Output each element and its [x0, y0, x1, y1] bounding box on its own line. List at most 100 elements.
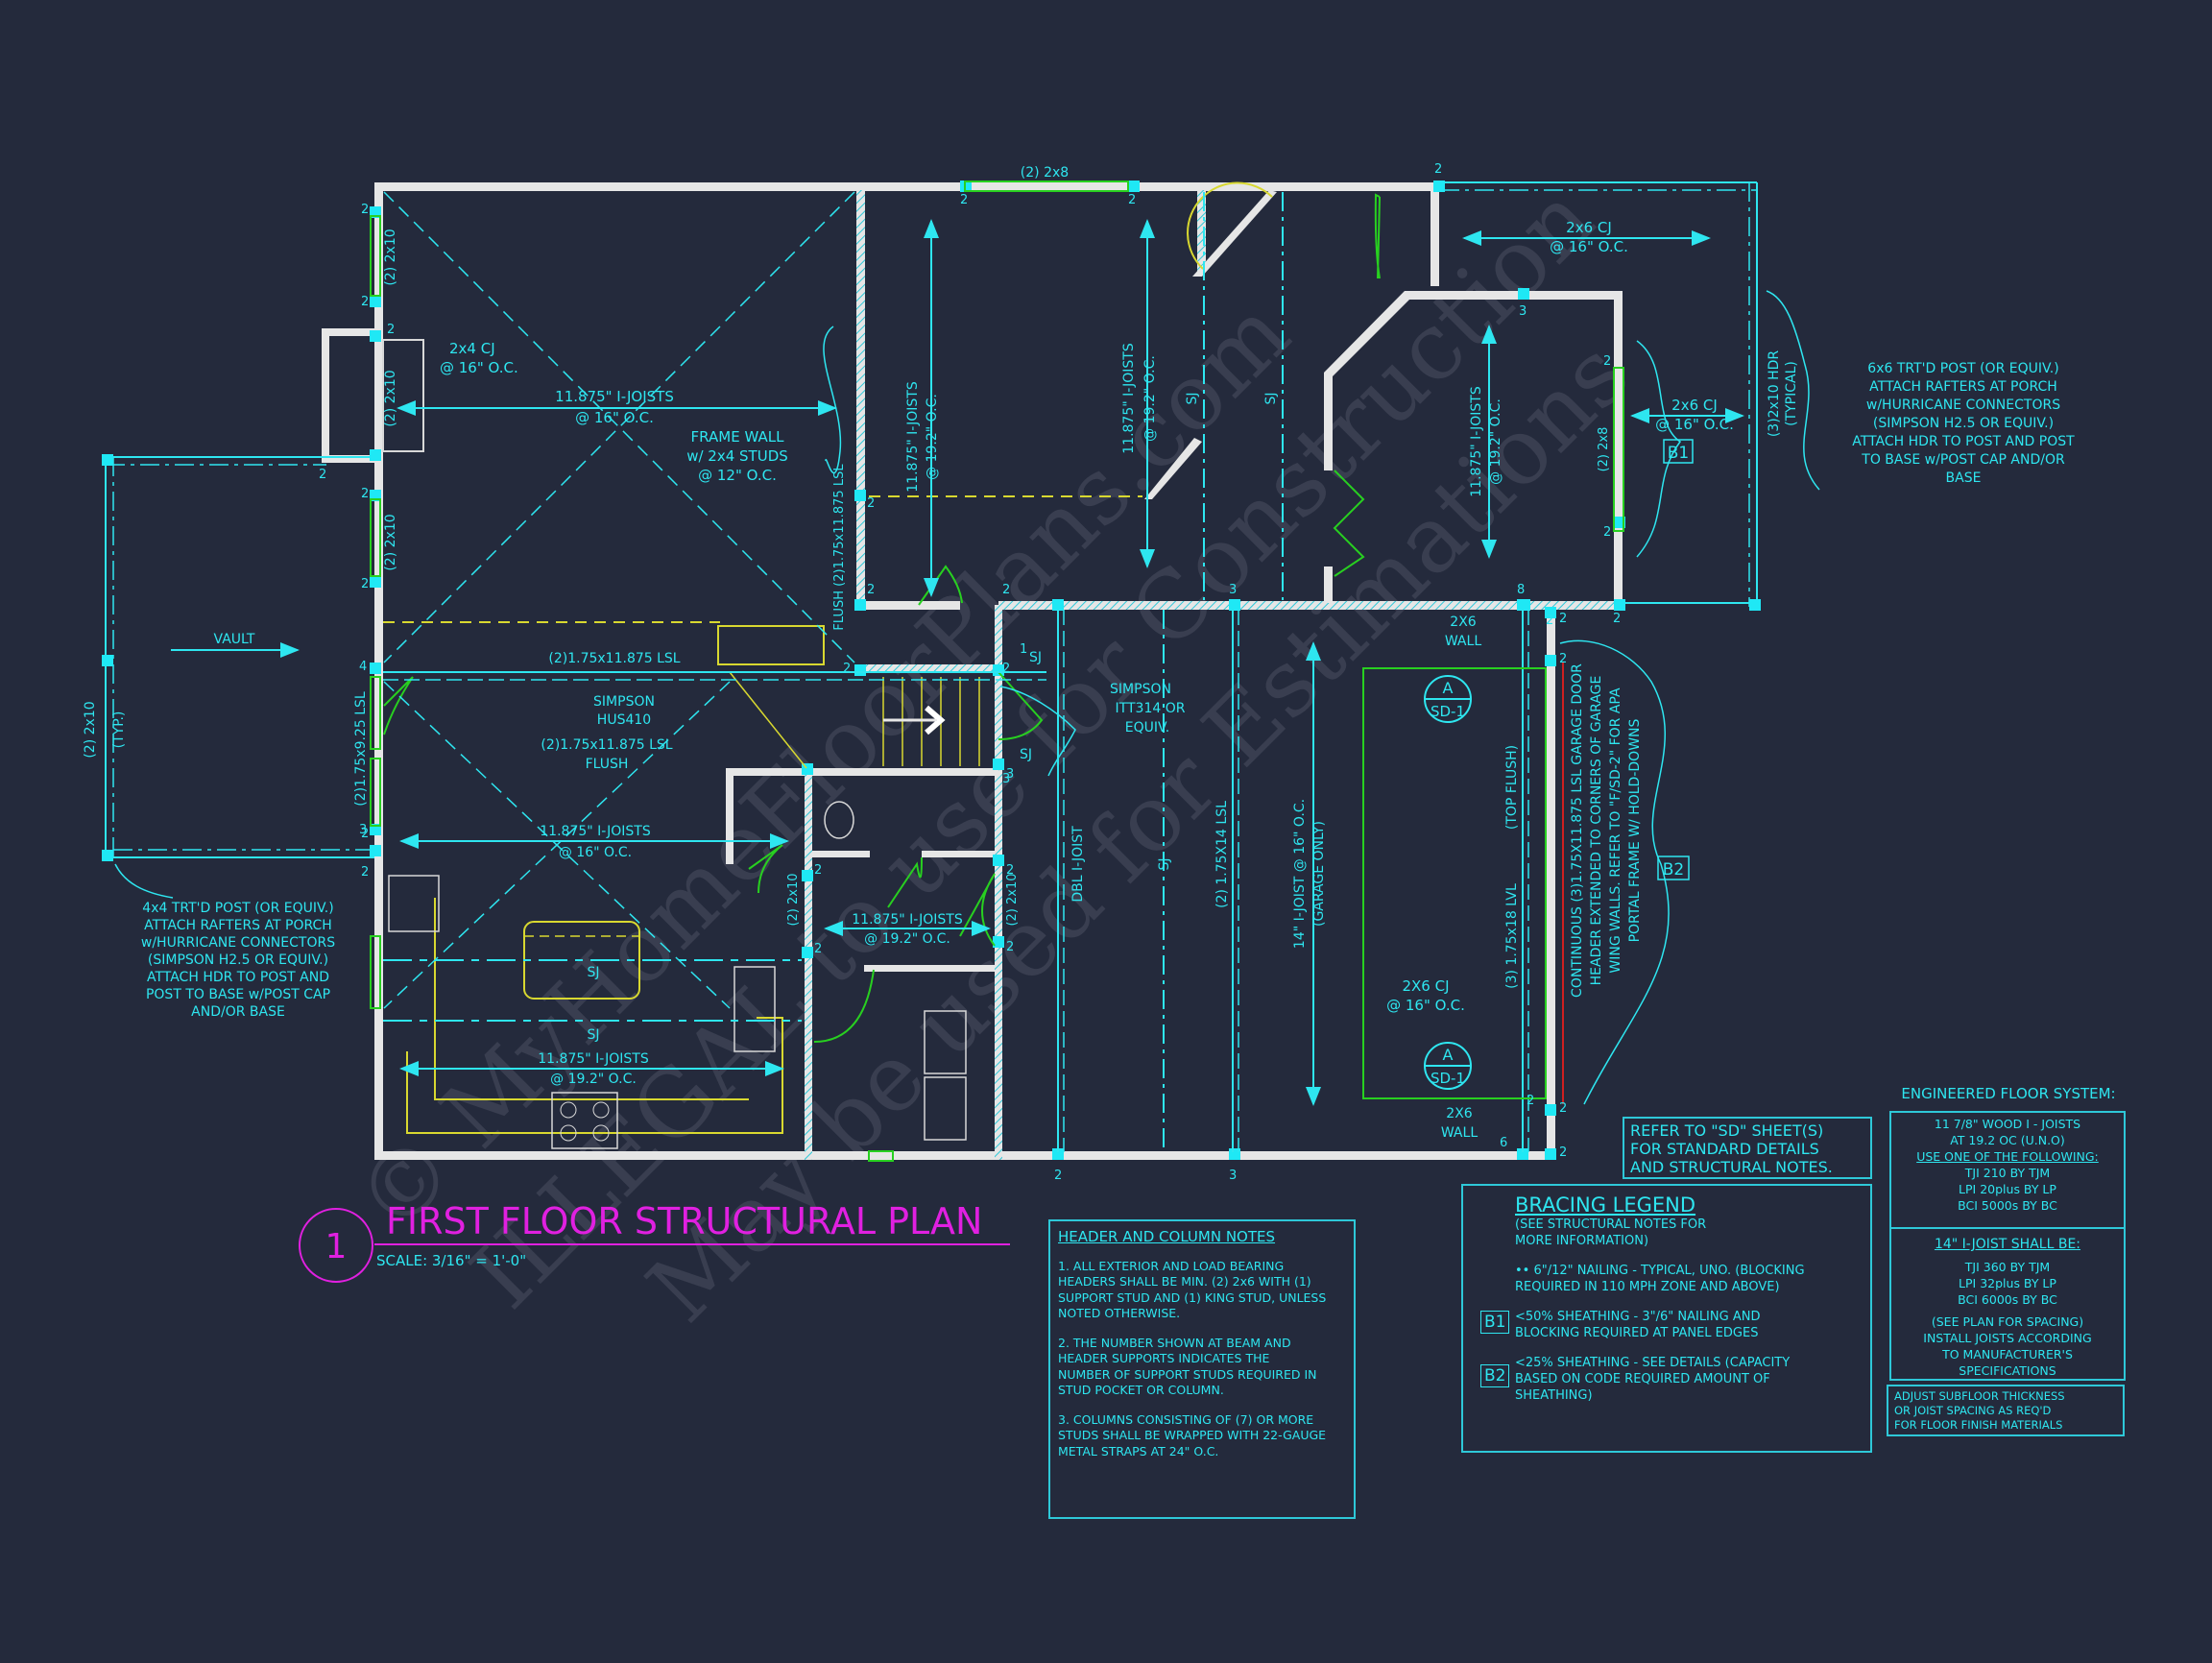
svg-text:SJ: SJ [587, 1027, 599, 1043]
svg-text:2: 2 [1006, 863, 1014, 878]
svg-text:11.875" I-JOISTS: 11.875" I-JOISTS [905, 381, 921, 493]
svg-text:3: 3 [1229, 1169, 1237, 1183]
svg-text:PORTAL FRAME W/ HOLD-DOWNS: PORTAL FRAME W/ HOLD-DOWNS [1627, 718, 1643, 942]
bracing-tag-b2[interactable]: B2 [1657, 856, 1690, 880]
floor-system-box-2: 14" I-JOIST SHALL BE: TJI 360 BY TJM LPI… [1889, 1227, 2126, 1381]
svg-text:@ 19.2" O.C.: @ 19.2" O.C. [1142, 355, 1158, 442]
svg-text:@ 16" O.C.: @ 16" O.C. [559, 845, 632, 860]
svg-text:@ 19.2" O.C.: @ 19.2" O.C. [550, 1072, 637, 1087]
svg-text:ATTACH HDR TO POST AND POST: ATTACH HDR TO POST AND POST [1852, 434, 2075, 449]
svg-text:2: 2 [1603, 525, 1611, 540]
detail-callout-bottom[interactable]: A SD-1 [1424, 1042, 1472, 1090]
svg-text:(TYPICAL): (TYPICAL) [1784, 361, 1799, 426]
svg-text:@ 16" O.C.: @ 16" O.C. [575, 409, 654, 426]
svg-text:8: 8 [1517, 583, 1525, 597]
svg-text:2: 2 [1002, 662, 1010, 676]
svg-text:2: 2 [867, 496, 875, 511]
stud-count-labels: 2 2 2 2 2 2 2 2 4 3 2 2 2 2 2 2 3 2 3 8 … [319, 162, 1621, 1183]
svg-text:@ 19.2" O.C.: @ 19.2" O.C. [864, 931, 950, 947]
svg-text:(2)1.75x11.875 LSL: (2)1.75x11.875 LSL [548, 651, 680, 666]
svg-text:HEADER EXTENDED TO CORNERS OF: HEADER EXTENDED TO CORNERS OF GARAGE [1589, 676, 1604, 986]
svg-text:SIMPSON: SIMPSON [1110, 682, 1171, 697]
legend-b1: B1 <50% SHEATHING - 3"/6" NAILING AND BL… [1480, 1309, 1859, 1341]
svg-text:ATTACH HDR TO POST AND: ATTACH HDR TO POST AND [147, 970, 329, 985]
svg-text:2: 2 [361, 865, 369, 880]
svg-text:FLUSH: FLUSH [586, 757, 629, 772]
notes-title: HEADER AND COLUMN NOTES [1058, 1228, 1276, 1245]
windows-doors [370, 181, 1624, 1162]
svg-text:SJ: SJ [1020, 747, 1032, 762]
svg-text:6: 6 [1500, 1136, 1507, 1150]
svg-text:w/ 2x4 STUDS: w/ 2x4 STUDS [686, 447, 788, 465]
svg-text:TO BASE w/POST CAP AND/OR: TO BASE w/POST CAP AND/OR [1861, 452, 2065, 468]
svg-text:CONTINUOUS (3)1.75X11.875 LSL: CONTINUOUS (3)1.75X11.875 LSL GARAGE DOO… [1570, 663, 1585, 998]
svg-text:SJ: SJ [587, 965, 599, 980]
svg-text:EQUIV.: EQUIV. [1125, 720, 1169, 735]
svg-text:@ 19.2" O.C.: @ 19.2" O.C. [925, 394, 940, 480]
svg-text:2: 2 [1546, 614, 1553, 628]
svg-text:FRAME WALL: FRAME WALL [691, 428, 785, 446]
svg-text:2: 2 [1434, 162, 1442, 177]
drawing-scale: SCALE: 3/16" = 1'-0" [376, 1252, 526, 1269]
svg-text:SJ: SJ [1263, 392, 1279, 404]
svg-text:11.875" I-JOISTS: 11.875" I-JOISTS [540, 824, 651, 839]
floor-system-title: ENGINEERED FLOOR SYSTEM: [1901, 1085, 2116, 1102]
svg-text:(2) 2x10: (2) 2x10 [1005, 873, 1020, 926]
detail-callout-top[interactable]: A SD-1 [1424, 675, 1472, 723]
svg-text:@ 16" O.C.: @ 16" O.C. [1550, 238, 1628, 255]
svg-text:SJ: SJ [1029, 650, 1042, 665]
svg-text:ITT314 OR: ITT314 OR [1116, 701, 1186, 716]
b2-tag: B2 [1480, 1364, 1510, 1387]
svg-text:(2)1.75x9.25 LSL: (2)1.75x9.25 LSL [353, 691, 369, 807]
svg-text:@ 16" O.C.: @ 16" O.C. [1655, 416, 1734, 433]
svg-text:2: 2 [361, 295, 369, 309]
svg-text:@ 16" O.C.: @ 16" O.C. [1386, 997, 1465, 1014]
drawing-title-block: 1 FIRST FLOOR STRUCTURAL PLAN SCALE: 3/1… [299, 1200, 1010, 1283]
svg-text:2X6: 2X6 [1446, 1106, 1472, 1121]
svg-text:(2) 2x10: (2) 2x10 [383, 229, 398, 285]
svg-text:2: 2 [1054, 1169, 1062, 1183]
svg-text:(SIMPSON H2.5 OR EQUIV.): (SIMPSON H2.5 OR EQUIV.) [148, 952, 328, 968]
svg-text:11.875" I-JOISTS: 11.875" I-JOISTS [538, 1051, 649, 1067]
svg-text:SIMPSON: SIMPSON [593, 694, 655, 710]
svg-text:2x6 CJ: 2x6 CJ [1566, 219, 1612, 236]
post-callout-right: 6x6 TRT'D POST (OR EQUIV.) ATTACH RAFTER… [1852, 361, 2075, 486]
svg-text:2: 2 [1613, 612, 1621, 626]
svg-text:2: 2 [387, 323, 395, 337]
svg-text:2: 2 [1559, 652, 1567, 666]
svg-text:(TYP.): (TYP.) [111, 711, 127, 749]
bracing-tag-b1[interactable]: B1 [1663, 439, 1694, 464]
floor-system-box-3: ADJUST SUBFLOOR THICKNESS OR JOIST SPACI… [1887, 1385, 2125, 1436]
svg-text:WALL: WALL [1445, 634, 1481, 649]
svg-text:3: 3 [1006, 767, 1014, 782]
svg-text:(2) 2x10: (2) 2x10 [383, 514, 398, 570]
svg-text:(2) 1.75X14 LSL: (2) 1.75X14 LSL [1214, 801, 1230, 908]
svg-text:3: 3 [1519, 304, 1527, 319]
floor-system-box-1: 11 7/8" WOOD I - JOISTS AT 19.2 OC (U.N.… [1889, 1111, 2126, 1229]
svg-text:VAULT: VAULT [214, 632, 255, 647]
svg-text:4x4 TRT'D POST (OR EQUIV.): 4x4 TRT'D POST (OR EQUIV.) [142, 901, 333, 916]
svg-text:(2)1.75x11.875 LSL: (2)1.75x11.875 LSL [541, 737, 672, 753]
legend-b2: B2 <25% SHEATHING - SEE DETAILS (CAPACIT… [1480, 1355, 1859, 1404]
svg-text:(2) 2x8: (2) 2x8 [1021, 165, 1069, 181]
svg-text:2x6 CJ: 2x6 CJ [1671, 397, 1718, 414]
svg-text:3: 3 [1002, 772, 1010, 786]
svg-text:SJ: SJ [1157, 857, 1172, 870]
svg-text:WALL: WALL [1441, 1125, 1478, 1141]
svg-text:2: 2 [361, 577, 369, 591]
svg-text:2x4 CJ: 2x4 CJ [449, 340, 495, 357]
svg-text:2: 2 [361, 487, 369, 501]
exterior-walls [105, 181, 1758, 1160]
svg-text:(TOP FLUSH): (TOP FLUSH) [1504, 745, 1520, 830]
svg-text:11.875" I-JOISTS: 11.875" I-JOISTS [1121, 343, 1137, 454]
svg-text:2: 2 [319, 468, 326, 482]
svg-text:(3)2x10 HDR: (3)2x10 HDR [1767, 350, 1782, 438]
svg-text:2: 2 [1006, 940, 1014, 954]
svg-text:(2) 2x10: (2) 2x10 [383, 370, 398, 426]
svg-text:(2) 2x8: (2) 2x8 [1597, 427, 1611, 472]
plan-labels: (2) 2x8 (2) 2x10 (2) 2x10 (2) 2x10 (2)1.… [83, 165, 1799, 1141]
svg-text:B2: B2 [1663, 860, 1684, 880]
svg-text:6x6 TRT'D POST (OR EQUIV.): 6x6 TRT'D POST (OR EQUIV.) [1867, 361, 2058, 376]
